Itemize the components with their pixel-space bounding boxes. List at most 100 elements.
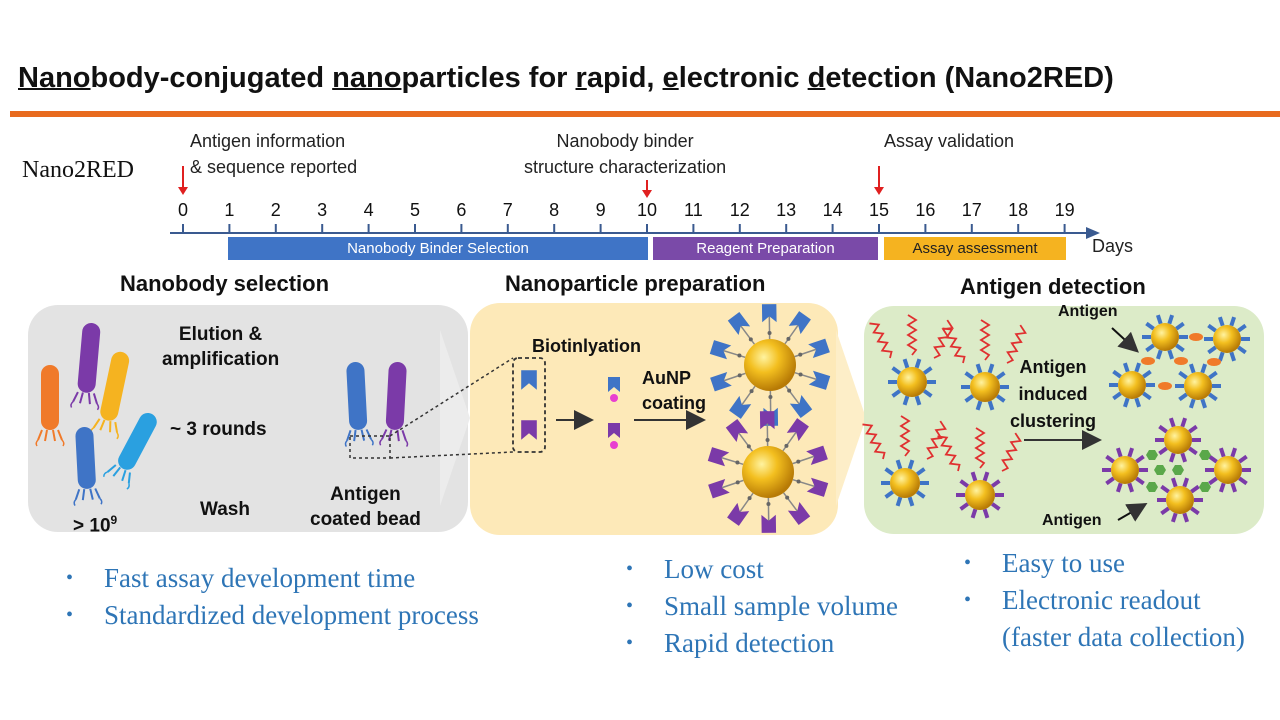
axis-unit-label: Days xyxy=(1092,236,1134,256)
timeline-tick-label: 15 xyxy=(868,200,890,220)
antigen-icon xyxy=(1146,450,1158,460)
chevron-arrow-icon xyxy=(440,330,470,506)
detection-benefits-list: •Easy to use•Electronic readout(faster d… xyxy=(964,545,1245,656)
benefit-item: •Standardized development process xyxy=(66,597,479,634)
nanobody-icon xyxy=(725,419,749,443)
nanobody-icon xyxy=(709,340,732,360)
bullet-icon: • xyxy=(66,567,74,589)
red-arrow-icon xyxy=(178,166,188,195)
phase-bar: Reagent Preparation xyxy=(653,237,878,260)
detection-panel xyxy=(864,306,1264,534)
nanobody-icon xyxy=(521,420,537,440)
nanobody-icon xyxy=(759,411,775,430)
preparation-benefits-list: •Low cost•Small sample volume•Rapid dete… xyxy=(626,551,898,662)
gold-nanoparticle-icon xyxy=(888,358,936,406)
antigen-signal-icon xyxy=(869,322,893,359)
nanobody-phage-icon xyxy=(344,361,374,448)
nanobody-icon xyxy=(761,304,777,323)
timeline-tick-label: 12 xyxy=(729,200,750,220)
nanobody-icon xyxy=(808,338,830,359)
timeline-tick-label: 4 xyxy=(363,200,374,220)
gold-nanoparticle-icon xyxy=(1204,316,1250,362)
chevron-arrow-icon xyxy=(836,330,866,506)
benefit-item: •Rapid detection xyxy=(626,625,898,662)
antigen-icon xyxy=(1199,482,1211,492)
title-segment: body-conjugated xyxy=(90,62,333,94)
heading-nanobody-selection: Nanobody selection xyxy=(120,271,330,296)
title-segment: Nano xyxy=(18,62,91,94)
nanobody-icon xyxy=(786,418,809,442)
antigen-signal-icon xyxy=(899,415,911,457)
nanobody-icon xyxy=(788,311,811,335)
timeline-tick-label: 0 xyxy=(177,200,188,220)
red-arrow-icon xyxy=(874,166,884,195)
antigen-signal-icon xyxy=(1006,324,1027,364)
timeline-tick-label: 19 xyxy=(1054,200,1075,220)
gold-nanoparticle-icon xyxy=(956,471,1004,519)
selection-panel xyxy=(28,305,468,532)
title-segment: etection (Nano2RED) xyxy=(825,62,1114,94)
timeline-tick-label: 8 xyxy=(549,200,560,220)
title-segment: r xyxy=(575,62,587,94)
nanobody-icon xyxy=(727,312,751,336)
antigen-signal-icon xyxy=(906,314,918,356)
benefit-item: •Low cost xyxy=(626,551,898,588)
axis-arrow-icon xyxy=(1086,227,1100,239)
library-size-label: > 109 xyxy=(73,513,118,537)
timeline-tick-label: 10 xyxy=(636,200,658,220)
antigen-signal-icon xyxy=(937,435,961,472)
nanobody-phage-icon xyxy=(103,412,157,490)
title-segment: e xyxy=(662,62,679,94)
antigen-icon xyxy=(1174,357,1188,365)
antigen-signal-icon xyxy=(862,423,886,460)
title-segment: nano xyxy=(332,62,402,94)
antigen-signal-icon xyxy=(942,327,966,364)
antigen-icon xyxy=(1207,358,1221,366)
nanobody-icon xyxy=(608,377,620,392)
title-segment: apid, xyxy=(586,62,663,94)
nanobody-phage-icon xyxy=(379,361,409,448)
timeline-tick-label: 17 xyxy=(961,200,982,220)
nanobody-icon xyxy=(806,477,829,497)
bullet-icon: • xyxy=(66,604,74,626)
rounds-label: ~ 3 rounds xyxy=(170,419,267,440)
antigen-icon xyxy=(1189,333,1203,341)
benefit-item: •Easy to use xyxy=(964,545,1245,582)
bullet-icon: • xyxy=(626,558,634,580)
antigen-label-top: Antigen xyxy=(1058,303,1118,320)
heading-nanoparticle-preparation: Nanoparticle preparation xyxy=(505,271,766,296)
nanobody-icon xyxy=(710,371,732,392)
antigen-icon xyxy=(1146,482,1158,492)
antigen-icon xyxy=(1172,465,1184,475)
timeline-tick-label: 2 xyxy=(270,200,281,220)
timeline-tick-label: 16 xyxy=(915,200,936,220)
nanobody-icon xyxy=(806,445,828,466)
gold-nanoparticle-icon xyxy=(1175,363,1221,409)
antigen-icon xyxy=(1158,382,1172,390)
biotinylation-label: Biotinlyation xyxy=(532,336,641,356)
benefit-item: •Small sample volume xyxy=(626,588,898,625)
title-segment: lectronic xyxy=(678,62,808,94)
phase-bar: Assay assessment xyxy=(884,237,1066,260)
wash-label: Wash xyxy=(200,499,250,520)
antigen-icon xyxy=(1141,357,1155,365)
gold-nanoparticle-icon xyxy=(881,459,929,507)
gold-nanoparticle-icon xyxy=(707,411,829,533)
title-segment: d xyxy=(807,62,826,94)
gold-nanoparticle-icon xyxy=(1155,417,1201,463)
phase-bar: Nanobody Binder Selection xyxy=(228,237,648,260)
antigen-icon xyxy=(1199,450,1211,460)
antigen-signal-icon xyxy=(933,319,954,359)
nanobody-icon xyxy=(761,514,777,533)
nanobody-icon xyxy=(729,395,752,419)
gold-nanoparticle-icon xyxy=(1205,447,1251,493)
selection-benefits-list: •Fast assay development time•Standardize… xyxy=(66,560,479,634)
gold-nanoparticle-icon xyxy=(709,304,831,426)
timeline-tick-label: 6 xyxy=(456,200,467,220)
nanobody-icon xyxy=(608,423,620,438)
